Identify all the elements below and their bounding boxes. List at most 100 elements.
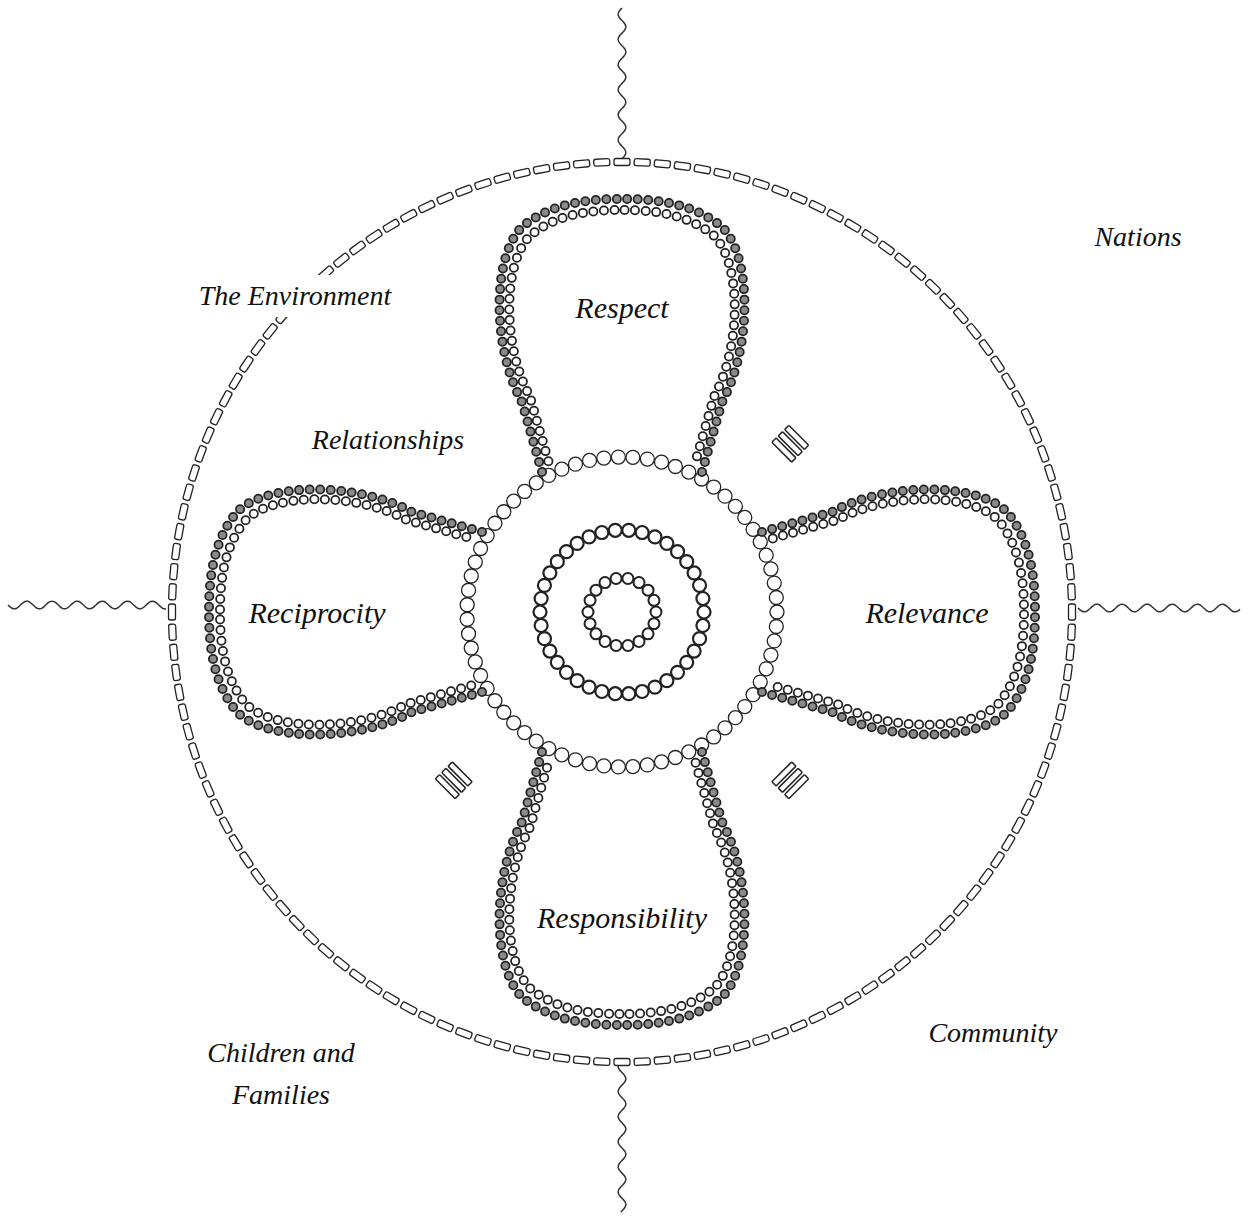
ring-bead (1066, 563, 1074, 580)
ring-bead (513, 1046, 530, 1056)
bead (655, 755, 669, 769)
ring-bead (494, 1040, 511, 1051)
bead (636, 685, 649, 698)
quadrant-label: Nations (1094, 216, 1181, 258)
ring-bead (318, 943, 335, 959)
ring-bead (169, 604, 176, 620)
ring-bead (614, 1059, 630, 1066)
bead (609, 687, 622, 700)
ring-bead (1021, 799, 1034, 816)
bead (769, 620, 783, 634)
ring-bead (573, 1056, 590, 1064)
ring-bead (694, 164, 711, 174)
ring-bead (827, 1001, 844, 1015)
wavy-line (1078, 604, 1240, 612)
ring-bead (674, 1053, 691, 1062)
bead (660, 674, 673, 687)
bead (648, 595, 659, 606)
ring-bead (365, 980, 382, 995)
bead (583, 453, 597, 467)
bead (529, 734, 543, 748)
petal-outline (482, 197, 762, 477)
ring-bead (1056, 503, 1066, 520)
ring-bead (333, 252, 350, 267)
bead (696, 619, 709, 632)
bead (468, 655, 482, 669)
petal-outline (482, 747, 762, 1027)
ring-bead (202, 426, 215, 443)
bead (538, 632, 551, 645)
bar-group (435, 762, 472, 799)
bead (753, 675, 767, 689)
bead (468, 555, 482, 569)
ring-bead (202, 780, 215, 797)
ring-bead (365, 229, 382, 244)
ring-bead (533, 164, 550, 174)
ring-bead (733, 1040, 750, 1051)
ring-bead (188, 742, 200, 759)
bead (611, 573, 622, 584)
ring-bead (250, 868, 265, 885)
ring-bead (172, 664, 181, 681)
bead-outline (500, 752, 745, 1025)
ring-bead (844, 219, 861, 233)
bead (609, 524, 622, 537)
bead (474, 542, 488, 556)
ring-bead (1050, 484, 1061, 501)
bead-outline (500, 199, 745, 472)
ring-bead (790, 192, 807, 205)
bead (611, 760, 625, 774)
bead-outline (209, 490, 482, 735)
ring-bead (1044, 742, 1056, 759)
ring-bead (966, 884, 981, 901)
bead (568, 457, 582, 471)
bead-outline (500, 752, 745, 1025)
ring-bead (894, 956, 911, 971)
petal-node: Respect (482, 197, 762, 477)
ring-bead (418, 200, 435, 213)
ring-bead (809, 200, 826, 213)
bead-ring (460, 450, 784, 774)
ring-bead (169, 584, 177, 600)
bead (464, 641, 478, 655)
ring-bead (894, 252, 911, 267)
bar-group (772, 762, 809, 799)
bead-outline (773, 499, 1024, 724)
ring-bead (188, 464, 200, 481)
ring-bead (210, 408, 223, 425)
ring-bead (1068, 624, 1076, 640)
ring-bead (239, 851, 254, 868)
bead (611, 450, 625, 464)
bead (648, 530, 661, 543)
ring-bead (400, 1001, 417, 1015)
bead-outline (209, 490, 482, 735)
bead (764, 562, 778, 576)
ring-bead (172, 543, 181, 560)
ring-bead (275, 900, 291, 917)
ring-bead (1063, 543, 1072, 560)
bead (668, 751, 682, 765)
ring-bead (752, 1034, 769, 1046)
ring-bead (474, 178, 491, 190)
bead-outline (762, 490, 1035, 735)
bead (538, 579, 551, 592)
petal-label: Responsibility (537, 901, 707, 934)
ring-bead (494, 173, 511, 184)
ring-bead (1037, 445, 1049, 462)
bead-outline (509, 210, 734, 461)
ring-bead (383, 219, 400, 233)
bead (474, 668, 488, 682)
ring-bead (878, 240, 895, 255)
ring-bead (654, 1056, 671, 1064)
ring-bead (195, 445, 207, 462)
bead (590, 628, 601, 639)
bead (595, 526, 608, 539)
ring-bead (219, 390, 233, 407)
ring-bead (474, 1034, 491, 1046)
ring-bead (170, 563, 178, 580)
bead (543, 645, 556, 658)
bead (585, 618, 596, 629)
ring-bead (183, 484, 194, 501)
ring-bead (844, 991, 861, 1005)
bead (770, 605, 784, 619)
